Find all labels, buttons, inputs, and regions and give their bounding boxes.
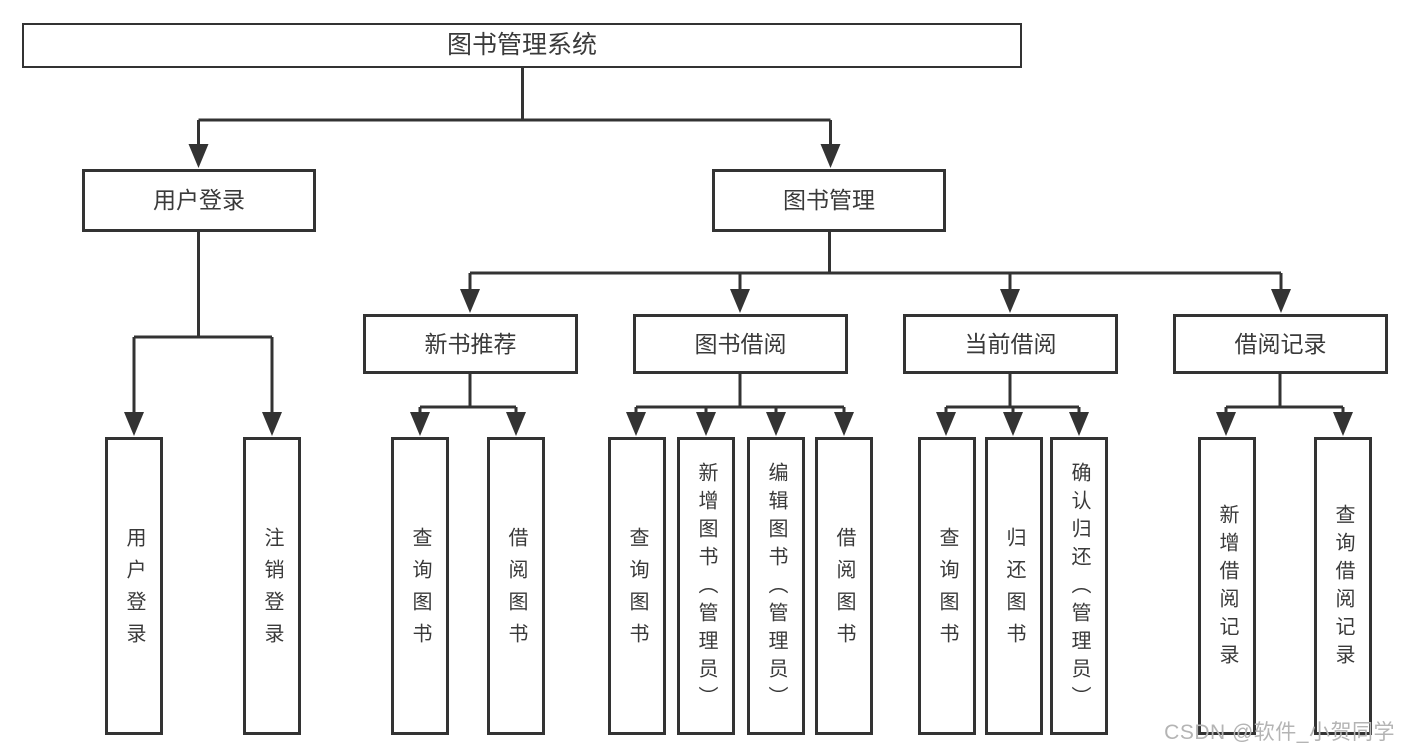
node-leaf-logout: 注销登录 (243, 437, 301, 735)
connector-currentborrow-to-leaves (936, 372, 1089, 436)
connector-bookmgmt-to-level3 (460, 231, 1291, 313)
connector-root-to-level2 (188, 66, 841, 168)
node-leaf-add-books-admin: 新增图书（管理员） (677, 437, 735, 735)
connector-borrowrecord-to-leaves (1216, 372, 1353, 436)
node-current-borrowing: 当前借阅 (903, 314, 1118, 374)
node-leaf-edit-books-admin: 编辑图书（管理员） (747, 437, 805, 735)
node-leaf-confirm-return-admin: 确认归还（管理员） (1050, 437, 1108, 735)
node-leaf-add-borrow-record: 新增借阅记录 (1198, 437, 1256, 735)
node-leaf-query-borrow-record: 查询借阅记录 (1314, 437, 1372, 735)
node-user-login-group: 用户登录 (82, 169, 316, 232)
connector-newbookrec-to-leaves (410, 372, 526, 436)
node-leaf-return-books: 归还图书 (985, 437, 1043, 735)
connector-bookborrow-to-leaves (626, 372, 854, 436)
node-leaf-user-login: 用户登录 (105, 437, 163, 735)
node-book-management-group: 图书管理 (712, 169, 946, 232)
connector-userlogin-to-leaves (124, 231, 282, 436)
csdn-watermark: CSDN @软件_小贺同学 (1164, 721, 1395, 744)
node-root-system: 图书管理系统 (22, 23, 1022, 68)
node-leaf-query-books-recommend: 查询图书 (391, 437, 449, 735)
node-leaf-borrow-books-recommend: 借阅图书 (487, 437, 545, 735)
node-leaf-borrow-books: 借阅图书 (815, 437, 873, 735)
node-leaf-query-books-borrowing: 查询图书 (608, 437, 666, 735)
node-borrowing-records: 借阅记录 (1173, 314, 1388, 374)
node-leaf-query-books-current: 查询图书 (918, 437, 976, 735)
node-book-borrowing: 图书借阅 (633, 314, 848, 374)
node-new-book-recommend: 新书推荐 (363, 314, 578, 374)
